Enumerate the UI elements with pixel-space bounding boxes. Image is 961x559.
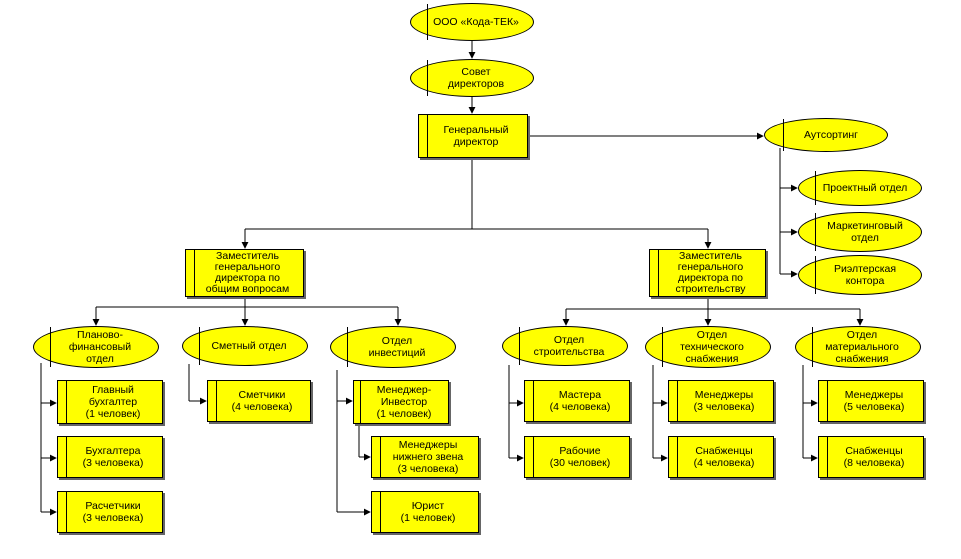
realty-office-label: Риэлтерская контора	[833, 263, 897, 287]
gen-director-node: Генеральный директор	[418, 114, 528, 158]
chief-accountant-node: Главный бухгалтер (1 человек)	[57, 380, 163, 424]
marketing-dept-label: Маркетинговый отдел	[827, 220, 903, 244]
mat-managers-label: Менеджеры (5 человека)	[843, 389, 905, 413]
calculators-label: Расчетчики (3 человека)	[82, 500, 144, 524]
lawyer-label: Юрист (1 человек)	[400, 500, 456, 524]
chief-accountant-label: Главный бухгалтер (1 человек)	[85, 384, 141, 420]
estimate-dept-label: Сметный отдел	[211, 340, 287, 352]
mat-suppliers-node: Снабженцы (8 человека)	[818, 436, 924, 478]
project-dept-node: Проектный отдел	[798, 170, 922, 206]
deputy-construction-label: Заместитель генерального директора по ст…	[675, 250, 746, 295]
tech-supply-dept-label: Отдел технического снабжения	[680, 329, 744, 365]
estimators-label: Сметчики (4 человека)	[231, 389, 293, 413]
outsourcing-label: Аутсортинг	[804, 129, 858, 141]
gen-director-label: Генеральный директор	[443, 124, 509, 148]
tech-suppliers-node: Снабженцы (4 человека)	[668, 436, 774, 478]
mat-suppliers-label: Снабженцы (8 человека)	[843, 445, 905, 469]
accountants-label: Бухгалтера (3 человека)	[82, 445, 144, 469]
company-label: ООО «Кода-ТЕК»	[433, 16, 519, 28]
tech-suppliers-label: Снабженцы (4 человека)	[693, 445, 755, 469]
outsourcing-node: Аутсортинг	[764, 118, 888, 152]
masters-label: Мастера (4 человека)	[549, 389, 611, 413]
line-director-deputies	[245, 158, 708, 230]
invest-dept-node: Отдел инвестиций	[330, 326, 456, 368]
company-node: ООО «Кода-ТЕК»	[410, 3, 534, 41]
planfin-dept-label: Планово- финансовый отдел	[68, 329, 132, 365]
workers-label: Рабочие (30 человек)	[549, 445, 611, 469]
realty-office-node: Риэлтерская контора	[798, 255, 922, 295]
mat-managers-node: Менеджеры (5 человека)	[818, 380, 924, 422]
project-dept-label: Проектный отдел	[822, 182, 908, 194]
deputy-construction-node: Заместитель генерального директора по ст…	[649, 249, 766, 297]
planfin-dept-node: Планово- финансовый отдел	[33, 326, 159, 368]
estimate-dept-node: Сметный отдел	[182, 326, 308, 366]
marketing-dept-node: Маркетинговый отдел	[798, 212, 922, 252]
lawyer-node: Юрист (1 человек)	[371, 491, 479, 533]
deputy-general-node: Заместитель генерального директора по об…	[185, 249, 304, 297]
mat-supply-dept-label: Отдел материального снабжения	[825, 329, 899, 365]
investor-manager-label: Менеджер- Инвестор (1 человек)	[376, 384, 432, 420]
deputy-general-label: Заместитель генерального директора по об…	[205, 250, 290, 295]
tech-supply-dept-node: Отдел технического снабжения	[645, 326, 771, 368]
mat-supply-dept-node: Отдел материального снабжения	[795, 326, 921, 368]
board-node: Совет директоров	[410, 59, 534, 97]
accountants-node: Бухгалтера (3 человека)	[57, 436, 163, 478]
constr-dept-node: Отдел строительства	[502, 326, 628, 366]
constr-dept-label: Отдел строительства	[533, 334, 605, 358]
board-label: Совет директоров	[447, 66, 505, 90]
investor-manager-node: Менеджер- Инвестор (1 человек)	[353, 380, 449, 424]
junior-managers-node: Менеджеры нижнего звена (3 человека)	[371, 436, 479, 478]
line-deputy-construction-depts	[566, 297, 860, 310]
workers-node: Рабочие (30 человек)	[524, 436, 630, 478]
line-deputy-general-depts	[96, 297, 398, 308]
tech-managers-node: Менеджеры (3 человека)	[668, 380, 774, 422]
junior-managers-label: Менеджеры нижнего звена (3 человека)	[392, 439, 464, 475]
invest-dept-label: Отдел инвестиций	[368, 335, 426, 359]
tech-managers-label: Менеджеры (3 человека)	[693, 389, 755, 413]
estimators-node: Сметчики (4 человека)	[207, 380, 311, 422]
masters-node: Мастера (4 человека)	[524, 380, 630, 422]
calculators-node: Расчетчики (3 человека)	[57, 491, 163, 533]
